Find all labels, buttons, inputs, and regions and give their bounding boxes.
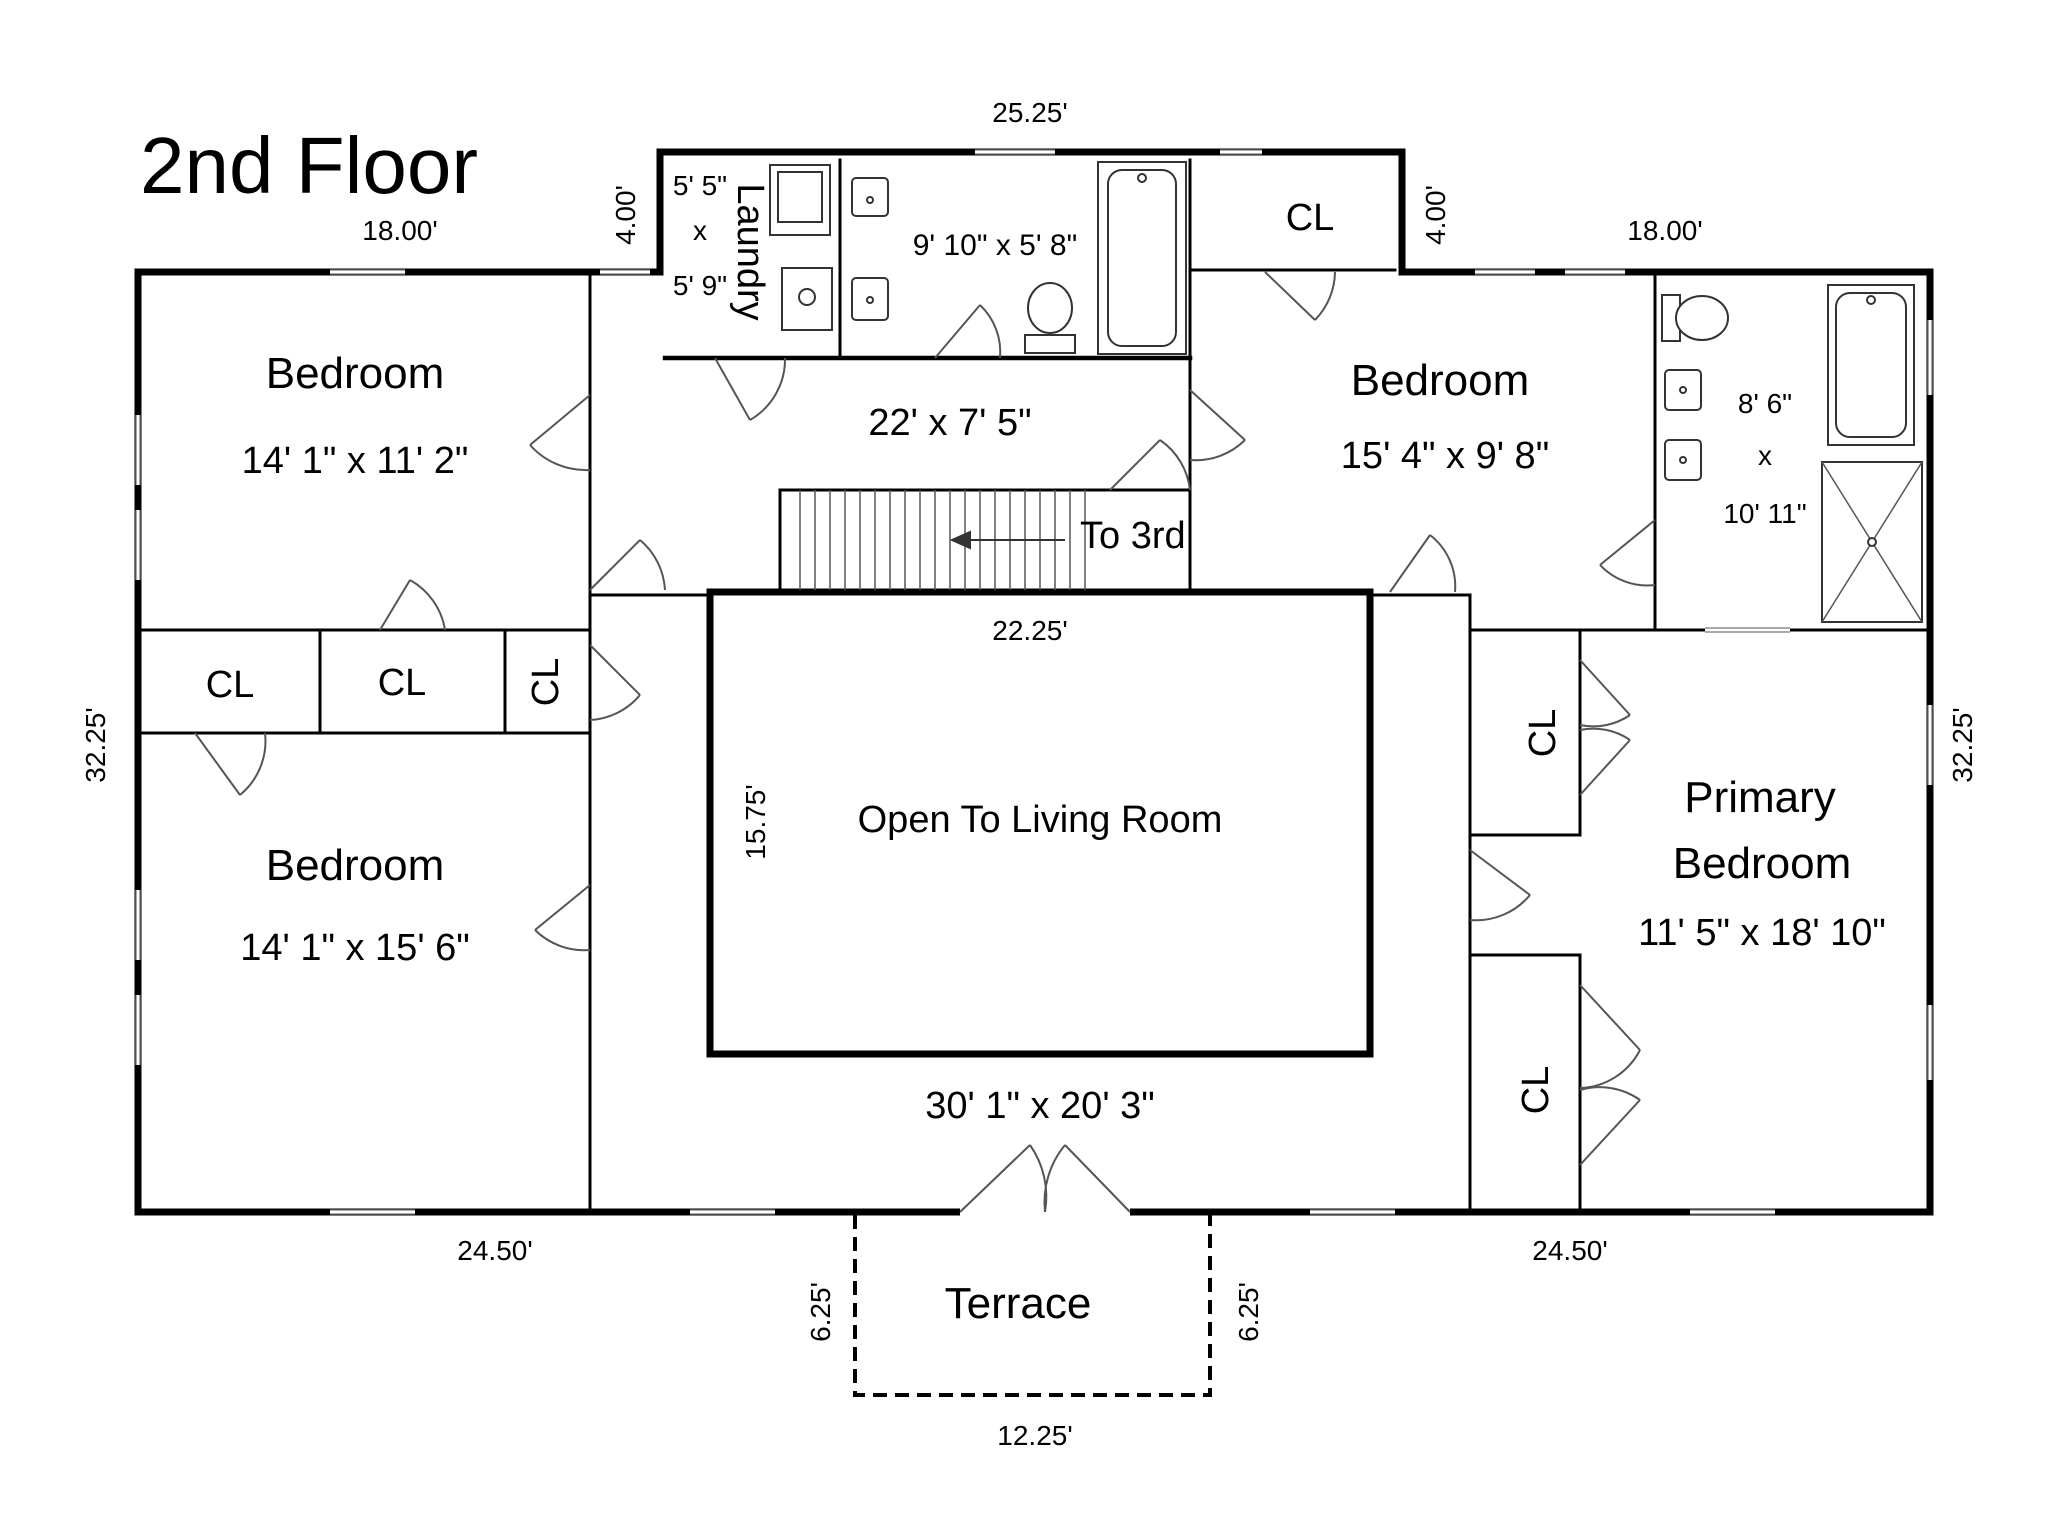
- open-area-label: Open To Living Room: [858, 799, 1223, 841]
- dim-notch-right: 4.00': [1420, 185, 1451, 245]
- room-name-bedroom-ne: Bedroom: [1351, 356, 1530, 405]
- terrace-name: Terrace: [945, 1279, 1092, 1328]
- room-size-bedroom-ne: 15' 4" x 9' 8": [1341, 435, 1549, 477]
- fixtures: [769, 161, 1923, 623]
- primary-bath-dim-b: 10' 11": [1723, 498, 1806, 529]
- room-name-bedroom-sw: Bedroom: [266, 841, 445, 890]
- room-name-primary-line1: Primary: [1684, 773, 1836, 822]
- hall-bath-size: 9' 10" x 5' 8": [913, 229, 1078, 262]
- room-name-bedroom-nw: Bedroom: [266, 349, 445, 398]
- interior-walls: [136, 158, 1932, 1214]
- closet-label-3: CL: [525, 658, 567, 707]
- dim-bottom-right: 24.50': [1532, 1235, 1607, 1266]
- lower-hall-size: 30' 1" x 20' 3": [925, 1085, 1155, 1127]
- dim-top-right: 18.00': [1627, 215, 1702, 246]
- stair-arrow-icon: [949, 530, 1065, 550]
- open-area-height: 15.75': [740, 784, 771, 859]
- room-name-primary-line2: Bedroom: [1673, 839, 1852, 888]
- stairs-label: To 3rd: [1080, 515, 1186, 557]
- dim-left: 32.25': [80, 707, 111, 782]
- dim-top-center: 25.25': [992, 97, 1067, 128]
- dim-right: 32.25': [1947, 707, 1978, 782]
- closet-label-primary-1: CL: [1522, 709, 1564, 758]
- dim-bottom-left: 24.50': [457, 1235, 532, 1266]
- stair-treads: [799, 490, 1086, 590]
- closet-label-primary-2: CL: [1515, 1066, 1557, 1115]
- open-to-living-room-outline: [706, 588, 1374, 1058]
- terrace-outline: [853, 1215, 1212, 1397]
- closet-label-ne: CL: [1286, 197, 1335, 239]
- laundry-name: Laundry: [729, 183, 771, 320]
- doors: [194, 271, 1656, 1213]
- laundry-dim-x: x: [693, 215, 707, 246]
- room-size-bedroom-sw: 14' 1" x 15' 6": [240, 927, 470, 969]
- primary-bath-dim-x: x: [1758, 440, 1772, 471]
- open-area-width: 22.25': [992, 615, 1067, 646]
- page-title: 2nd Floor: [140, 121, 478, 210]
- terrace-dim-left: 6.25': [805, 1282, 836, 1342]
- dim-top-left: 18.00': [362, 215, 437, 246]
- primary-bath-dim-a: 8' 6": [1738, 388, 1792, 419]
- closet-label-2: CL: [378, 662, 427, 704]
- dim-notch-left: 4.00': [610, 185, 641, 245]
- windows: [135, 149, 1933, 1217]
- laundry-dim-b: 5' 9": [673, 270, 727, 301]
- terrace-dim-right: 6.25': [1233, 1282, 1264, 1342]
- laundry-dim-a: 5' 5": [673, 170, 727, 201]
- terrace-dim-bottom: 12.25': [997, 1420, 1072, 1451]
- closet-label-1: CL: [206, 664, 255, 706]
- toilet-icon: [1024, 334, 1076, 354]
- room-size-primary: 11' 5" x 18' 10": [1638, 912, 1886, 954]
- room-size-bedroom-nw: 14' 1" x 11' 2": [242, 440, 469, 482]
- upper-hall-size: 22' x 7' 5": [868, 402, 1031, 444]
